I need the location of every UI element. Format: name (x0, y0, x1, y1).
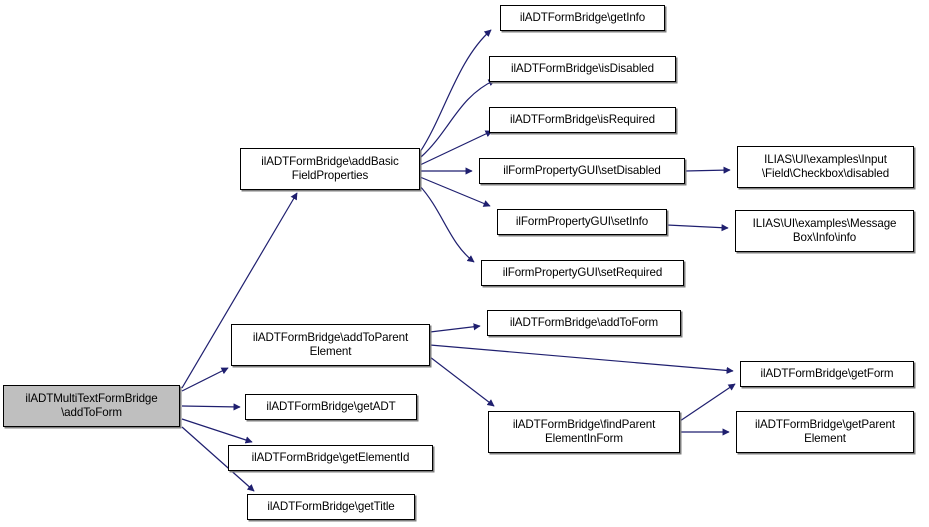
node-findParentElementInForm[interactable]: ilADTFormBridge\findParent ElementInForm (488, 411, 680, 453)
edge-root-to-getElementId (181, 418, 253, 444)
edge-root-to-addToParentElement (181, 367, 229, 392)
node-label-root: ilADTMultiTextFormBridge \addToForm (25, 392, 158, 419)
edge-root-to-getADT (181, 403, 241, 411)
node-label-getParentElement: ilADTFormBridge\getParent Element (755, 418, 895, 445)
node-label-isRequired: ilADTFormBridge\isRequired (510, 113, 655, 127)
node-label-getElementId: ilADTFormBridge\getElementId (251, 451, 410, 465)
edge-findParentElementInForm-to-getForm (679, 383, 736, 422)
node-addToParentElement[interactable]: ilADTFormBridge\addToParent Element (231, 324, 430, 366)
node-getParentElement[interactable]: ilADTFormBridge\getParent Element (736, 411, 914, 453)
node-checkboxDisabled[interactable]: ILIAS\UI\examples\Input \Field\Checkbox\… (737, 146, 914, 188)
node-isRequired[interactable]: ilADTFormBridge\isRequired (489, 107, 676, 133)
node-isDisabled[interactable]: ilADTFormBridge\isDisabled (489, 56, 676, 82)
node-label-setDisabled: ilFormPropertyGUI\setDisabled (503, 164, 661, 178)
node-root[interactable]: ilADTMultiTextFormBridge \addToForm (3, 385, 180, 427)
node-getInfo[interactable]: ilADTFormBridge\getInfo (500, 5, 665, 31)
node-label-addBasicFieldProperties: ilADTFormBridge\addBasic FieldProperties (261, 155, 399, 182)
node-label-getInfo: ilADTFormBridge\getInfo (519, 11, 646, 25)
node-label-isDisabled: ilADTFormBridge\isDisabled (510, 62, 654, 76)
edge-addToParentElement-to-addToForm (429, 323, 481, 333)
node-label-checkboxDisabled: ILIAS\UI\examples\Input \Field\Checkbox\… (761, 153, 890, 180)
node-label-setRequired: ilFormPropertyGUI\setRequired (502, 266, 663, 280)
edge-setDisabled-to-checkboxDisabled (684, 166, 731, 174)
node-label-getForm: ilADTFormBridge\getForm (760, 367, 894, 381)
node-messageBoxInfo[interactable]: ILIAS\UI\examples\Message Box\Info\info (735, 210, 914, 252)
node-setRequired[interactable]: ilFormPropertyGUI\setRequired (481, 260, 684, 286)
edge-setInfo-to-messageBoxInfo (666, 224, 729, 232)
node-label-getTitle: ilADTFormBridge\getTitle (267, 500, 395, 514)
node-label-findParentElementInForm: ilADTFormBridge\findParent ElementInForm (512, 418, 656, 445)
node-label-setInfo: ilFormPropertyGUI\setInfo (515, 215, 649, 229)
edge-addBasicFieldProperties-to-setRequired (418, 184, 475, 263)
edge-addBasicFieldProperties-to-isDisabled (420, 79, 496, 158)
node-setInfo[interactable]: ilFormPropertyGUI\setInfo (497, 209, 667, 235)
node-getTitle[interactable]: ilADTFormBridge\getTitle (247, 494, 415, 520)
edge-addToParentElement-to-getForm (429, 344, 734, 375)
edge-addToParentElement-to-findParentElementInForm (429, 356, 495, 407)
node-getForm[interactable]: ilADTFormBridge\getForm (740, 361, 914, 387)
node-setDisabled[interactable]: ilFormPropertyGUI\setDisabled (479, 158, 685, 184)
node-getADT[interactable]: ilADTFormBridge\getADT (245, 394, 417, 420)
edge-addBasicFieldProperties-to-getInfo (419, 29, 492, 153)
node-label-addToParentElement: ilADTFormBridge\addToParent Element (252, 331, 409, 358)
node-label-addToForm: ilADTFormBridge\addToForm (509, 316, 659, 330)
node-addToForm[interactable]: ilADTFormBridge\addToForm (487, 310, 681, 336)
node-label-getADT: ilADTFormBridge\getADT (266, 400, 396, 414)
node-label-messageBoxInfo: ILIAS\UI\examples\Message Box\Info\info (752, 217, 897, 244)
node-getElementId[interactable]: ilADTFormBridge\getElementId (228, 445, 433, 471)
node-addBasicFieldProperties[interactable]: ilADTFormBridge\addBasic FieldProperties (240, 148, 420, 190)
